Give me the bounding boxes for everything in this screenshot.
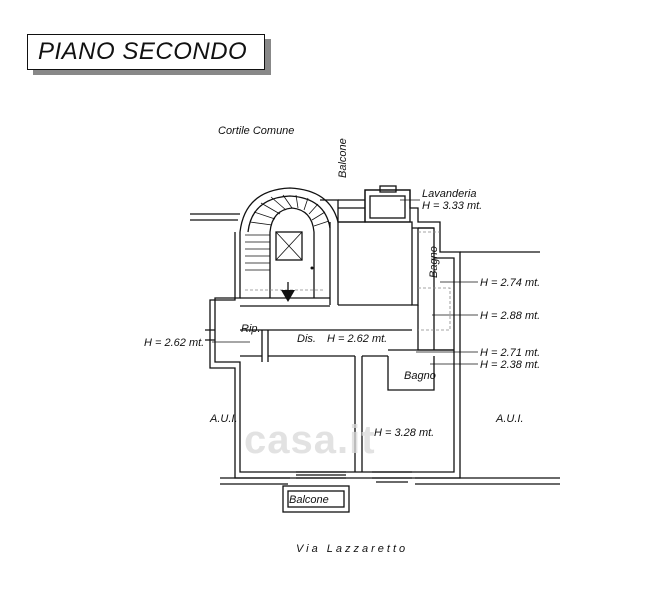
balcone-top	[338, 199, 365, 209]
label-balcone-bottom: Balcone	[289, 494, 329, 506]
entrance-arrow	[281, 282, 295, 302]
label-aui-left: A.U.I.	[209, 413, 238, 425]
lavanderia-box	[364, 189, 411, 223]
label-cortile-comune: Cortile Comune	[218, 125, 294, 137]
page-title: PIANO SECONDO	[38, 38, 248, 65]
label-h-262-center: H = 2.62 mt.	[327, 333, 387, 345]
neighbour-wall-bottom-left	[220, 477, 290, 485]
inner-wall-line	[214, 227, 455, 473]
label-aui-right: A.U.I.	[495, 413, 524, 425]
window-bottom-left	[296, 471, 346, 479]
label-h-lavanderia: H = 3.33 mt.	[422, 200, 482, 212]
window-bottom-right	[372, 471, 412, 483]
label-rip: Rip.	[241, 323, 261, 335]
label-h-238: H = 2.38 mt.	[480, 359, 540, 371]
title-box: PIANO SECONDO	[27, 34, 265, 70]
label-h-262-left: H = 2.62 mt.	[144, 337, 204, 349]
label-bagno-vertical: Bagno	[428, 246, 440, 278]
neighbour-wall-bottom-right	[415, 477, 560, 485]
label-dis: Dis.	[297, 333, 316, 345]
landing	[240, 297, 330, 307]
label-h-288: H = 2.88 mt.	[480, 310, 540, 322]
label-lavanderia: Lavanderia	[422, 188, 476, 200]
stair-marker	[310, 266, 314, 270]
label-street: Via Lazzaretto	[296, 543, 408, 555]
leader-lines	[212, 199, 478, 365]
stair-treads	[249, 194, 330, 227]
label-h-328: H = 3.28 mt.	[374, 427, 434, 439]
walls	[190, 185, 560, 513]
balcone-bottom	[282, 485, 350, 513]
stair-core	[275, 231, 303, 261]
window-left	[205, 329, 215, 341]
label-bagno: Bagno	[404, 370, 436, 382]
label-h-271: H = 2.71 mt.	[480, 347, 540, 359]
stair-rotunda	[239, 187, 339, 233]
label-h-274: H = 2.74 mt.	[480, 277, 540, 289]
label-balcone-top: Balcone	[337, 138, 349, 178]
neighbour-wall-left	[190, 213, 240, 221]
